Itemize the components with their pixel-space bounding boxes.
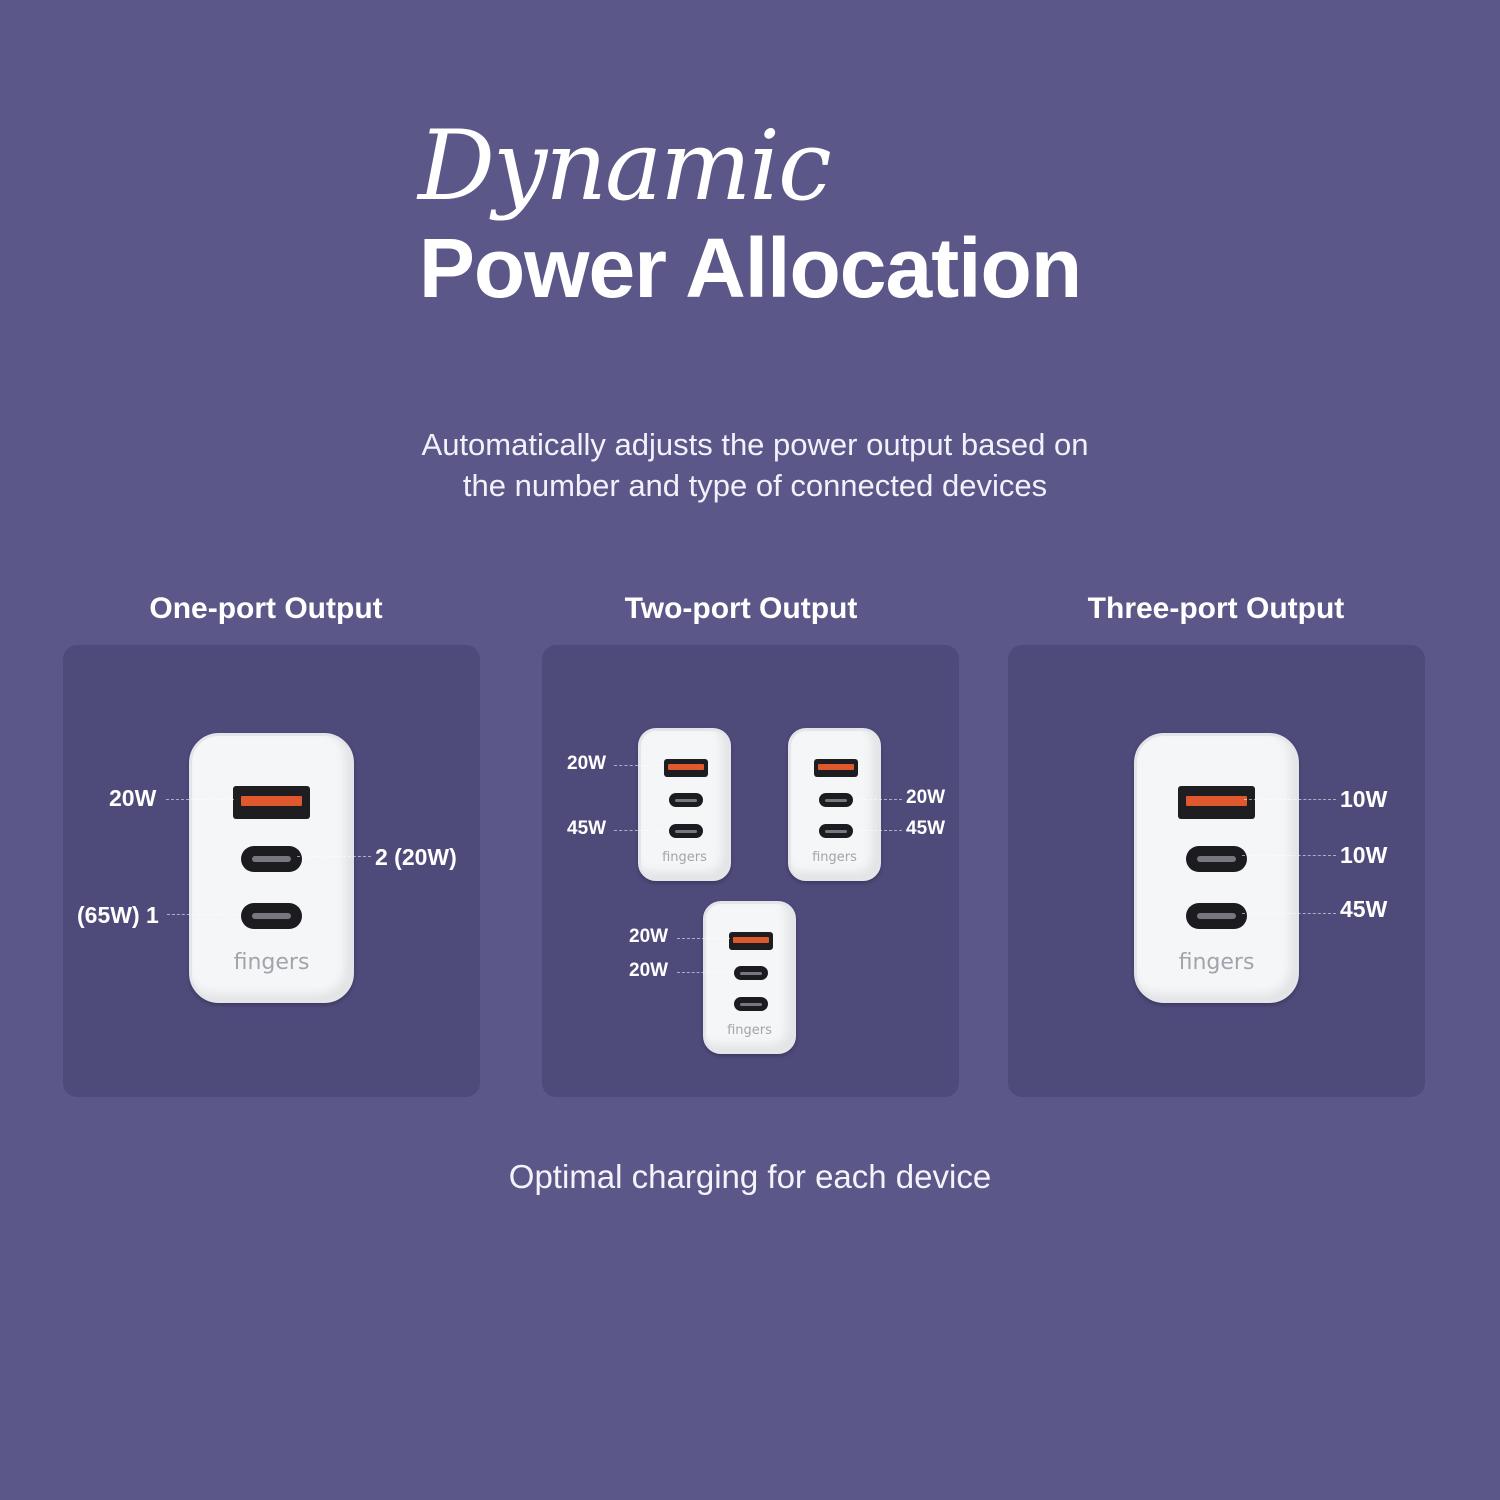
usb-a-power-label: 10W bbox=[1340, 786, 1388, 812]
footer-tagline: Optimal charging for each device bbox=[508, 1158, 992, 1195]
subtitle: Automatically adjusts the power output b… bbox=[300, 424, 1210, 506]
usb-c-port-icon bbox=[241, 846, 302, 872]
port-2-power-label: 2 (20W) bbox=[375, 844, 457, 870]
config-b-top-label: 20W bbox=[906, 787, 946, 808]
usb-a-power-label: 20W bbox=[109, 785, 157, 811]
usb-c-port-icon bbox=[819, 824, 853, 838]
usb-c-port-icon bbox=[669, 824, 703, 838]
brand-logo: fingers bbox=[662, 850, 707, 865]
charger-icon: fingers bbox=[703, 901, 796, 1054]
config-c-top-label: 20W bbox=[629, 926, 669, 947]
usb-c-port-icon bbox=[819, 793, 853, 807]
leader-line bbox=[614, 765, 664, 766]
three-port-heading: Three-port Output bbox=[1087, 592, 1345, 625]
leader-line bbox=[167, 914, 239, 915]
one-port-heading: One-port Output bbox=[149, 592, 383, 625]
one-port-panel: fingers 20W 2 (20W) (65W) 1 bbox=[63, 645, 480, 1097]
brand-logo: fingers bbox=[727, 1023, 772, 1038]
usb-a-port-icon bbox=[664, 759, 708, 777]
usb-a-port-icon bbox=[729, 932, 773, 950]
leader-line bbox=[854, 830, 902, 831]
leader-line bbox=[854, 799, 902, 800]
script-title: Dynamic bbox=[418, 110, 832, 222]
usb-c-port-icon bbox=[1186, 846, 1247, 872]
leader-line bbox=[1244, 799, 1336, 800]
two-port-heading: Two-port Output bbox=[624, 592, 858, 625]
brand-logo: fingers bbox=[233, 950, 310, 975]
config-b-bottom-label: 45W bbox=[906, 818, 946, 839]
leader-line bbox=[1242, 913, 1336, 914]
usb-c-port-icon bbox=[734, 997, 768, 1011]
port-1-power-label: 45W bbox=[1340, 896, 1388, 922]
subtitle-line-2: the number and type of connected devices bbox=[462, 468, 1048, 503]
charger-icon: fingers bbox=[189, 733, 354, 1003]
charger-icon: fingers bbox=[1134, 733, 1299, 1003]
leader-line bbox=[614, 830, 669, 831]
charger-icon: fingers bbox=[638, 728, 731, 881]
usb-c-port-icon bbox=[734, 966, 768, 980]
usb-c-port-icon bbox=[1186, 903, 1247, 929]
brand-logo: fingers bbox=[1178, 950, 1255, 975]
two-port-panel: fingers 20W 45W fingers 20W 45W fingers … bbox=[542, 645, 959, 1097]
usb-a-port-icon bbox=[814, 759, 858, 777]
leader-line bbox=[677, 972, 734, 973]
port-1-power-label: (65W) 1 bbox=[77, 902, 159, 928]
leader-line bbox=[677, 938, 730, 939]
charger-icon: fingers bbox=[788, 728, 881, 881]
leader-line bbox=[297, 856, 371, 857]
leader-line bbox=[1242, 855, 1336, 856]
usb-a-port-icon bbox=[1178, 786, 1255, 819]
brand-logo: fingers bbox=[812, 850, 857, 865]
page-title: Power Allocation bbox=[418, 221, 1082, 315]
leader-line bbox=[166, 799, 234, 800]
config-a-bottom-label: 45W bbox=[567, 818, 607, 839]
three-port-panel: fingers 10W 10W 45W bbox=[1008, 645, 1425, 1097]
usb-c-port-icon bbox=[241, 903, 302, 929]
config-c-bottom-label: 20W bbox=[629, 960, 669, 981]
usb-a-port-icon bbox=[233, 786, 310, 819]
usb-c-port-icon bbox=[669, 793, 703, 807]
port-2-power-label: 10W bbox=[1340, 842, 1388, 868]
subtitle-line-1: Automatically adjusts the power output b… bbox=[421, 427, 1089, 462]
config-a-top-label: 20W bbox=[567, 753, 607, 774]
